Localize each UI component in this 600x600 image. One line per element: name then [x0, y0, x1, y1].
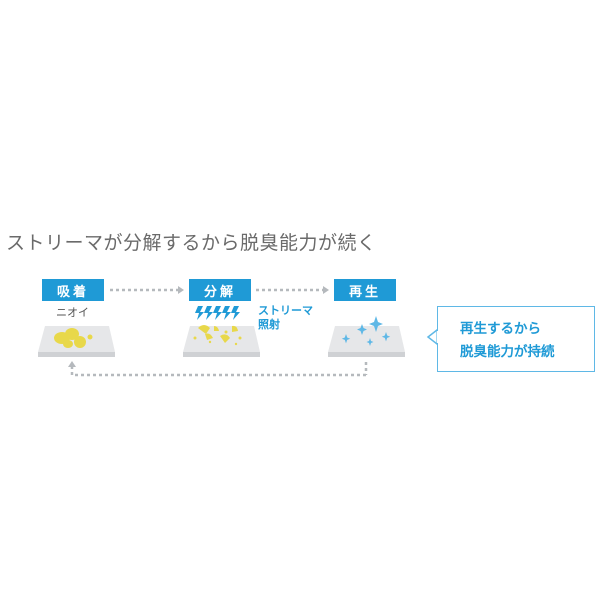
sparkle-icon — [341, 316, 391, 346]
streamer-lightning-icon — [195, 306, 240, 320]
arrow-decompose-to-regenerate — [256, 286, 329, 294]
callout-line1: 再生するから — [460, 321, 541, 337]
arrow-adsorb-to-decompose — [110, 286, 184, 294]
arrow-return-loop — [68, 361, 368, 377]
step-label-regenerate: 再生 — [334, 279, 396, 301]
diagram-title: ストリーマが分解するから脱臭能力が続く — [6, 232, 377, 254]
plate-decompose — [183, 326, 260, 357]
callout-text: 再生するから 脱臭能力が持続 — [460, 318, 590, 364]
streamer-label-line2: 照射 — [258, 318, 280, 331]
step-label-adsorb: 吸着 — [42, 279, 104, 301]
streamer-label-line1: ストリーマ — [258, 304, 313, 317]
odor-icon — [54, 328, 93, 348]
plate-regenerate — [328, 326, 405, 357]
decomposed-odor-icon — [193, 325, 242, 346]
step-label-decompose: 分解 — [189, 279, 251, 301]
streamer-label: ストリーマ 照射 — [258, 304, 313, 332]
callout-pointer — [426, 328, 439, 346]
callout-box — [437, 306, 595, 372]
odor-label: ニオイ — [56, 306, 89, 319]
callout-line2: 脱臭能力が持続 — [460, 344, 555, 360]
